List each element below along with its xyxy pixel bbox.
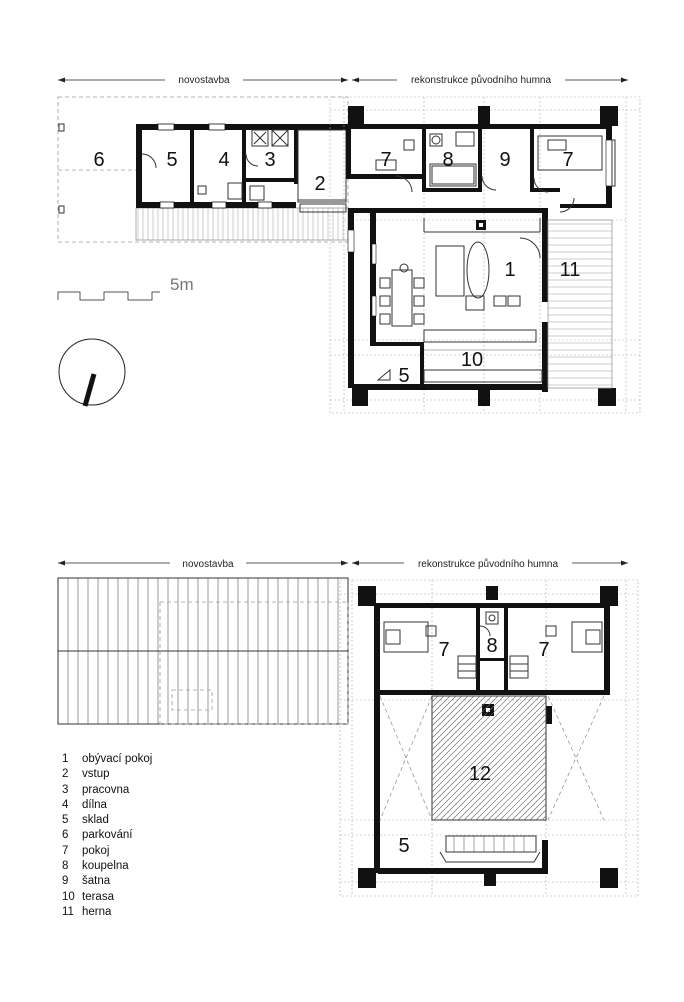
room-numbers-bottom: 7 8 7 12 5 bbox=[398, 635, 549, 857]
barn-structural-grid-bottom bbox=[339, 579, 639, 897]
room-number-3: 3 bbox=[264, 149, 275, 171]
legend-number: 4 bbox=[62, 798, 69, 811]
legend-item: 2 vstup bbox=[62, 767, 152, 782]
legend-label: vstup bbox=[82, 768, 110, 781]
legend-number: 6 bbox=[62, 829, 69, 842]
north-arrow-icon bbox=[58, 338, 126, 407]
legend-label: obývací pokoj bbox=[82, 753, 153, 765]
room-number-4: 4 bbox=[218, 149, 229, 171]
legend-item: 7 pokoj bbox=[62, 844, 152, 859]
legend-item: 9 šatna bbox=[62, 874, 152, 889]
legend-number: 8 bbox=[62, 860, 69, 873]
label-rekonstrukce-top: rekonstrukce původního humna bbox=[411, 74, 552, 86]
legend-label: sklad bbox=[82, 814, 109, 827]
legend-item: 3 pracovna bbox=[62, 783, 152, 798]
room-number-5-bottom: 5 bbox=[398, 835, 409, 857]
legend-number: 9 bbox=[62, 875, 69, 888]
dimension-line-novostavba-top: novostavba bbox=[58, 72, 348, 86]
label-rekonstrukce-bottom: rekonstrukce původního humna bbox=[418, 558, 559, 570]
room-number-12: 12 bbox=[469, 763, 491, 785]
room-number-5-terrace: 5 bbox=[398, 365, 409, 387]
legend-number: 2 bbox=[62, 768, 69, 781]
room-number-7-bottom-left: 7 bbox=[438, 639, 449, 661]
dimension-line-rekonstrukce-top: rekonstrukce původního humna bbox=[352, 72, 628, 86]
room-numbers-top: 6 5 4 3 2 7 8 9 7 1 11 10 5 bbox=[93, 149, 580, 387]
room-number-7-right: 7 bbox=[562, 149, 573, 171]
room-number-6: 6 bbox=[93, 149, 104, 171]
top-floor-plan: novostavba rekonstrukce původního humna bbox=[57, 72, 641, 414]
dimension-line-novostavba-bottom: novostavba bbox=[58, 555, 348, 570]
legend-label: pokoj bbox=[82, 844, 110, 857]
legend-label: pracovna bbox=[82, 783, 130, 796]
barn-walls-top bbox=[346, 106, 618, 406]
legend-number: 7 bbox=[62, 844, 69, 857]
legend-label: koupelna bbox=[82, 860, 129, 873]
legend-item: 11 herna bbox=[62, 905, 152, 920]
dimension-line-rekonstrukce-bottom: rekonstrukce původního humna bbox=[352, 555, 628, 570]
label-novostavba-top: novostavba bbox=[178, 75, 230, 86]
legend-number: 11 bbox=[62, 905, 74, 918]
legend-number: 10 bbox=[62, 890, 75, 903]
novostavba-walls bbox=[136, 123, 350, 209]
barn-walls-bottom bbox=[358, 586, 618, 888]
legend-label: parkování bbox=[82, 829, 133, 842]
room-number-8-bottom: 8 bbox=[486, 635, 497, 657]
legend-number: 1 bbox=[62, 753, 69, 765]
legend-number: 5 bbox=[62, 814, 69, 827]
legend-item: 1 obývací pokoj bbox=[62, 752, 152, 767]
room-number-8-top: 8 bbox=[442, 149, 453, 171]
entry-area bbox=[297, 129, 347, 213]
legend-label: šatna bbox=[82, 875, 111, 888]
room-number-10: 10 bbox=[461, 349, 483, 371]
scale-bar: 5m bbox=[57, 275, 194, 301]
room-number-9: 9 bbox=[499, 149, 510, 171]
legend-item: 6 parkování bbox=[62, 828, 152, 843]
scale-bar-label: 5m bbox=[170, 275, 194, 294]
legend-item: 5 sklad bbox=[62, 813, 152, 828]
room-number-2: 2 bbox=[314, 173, 325, 195]
room-number-1: 1 bbox=[504, 259, 515, 281]
room-legend: 1 obývací pokoj 2 vstup 3 pracovna 4 dílna 5 skla… bbox=[62, 752, 152, 920]
room-number-11: 11 bbox=[560, 259, 581, 281]
room-number-5-top: 5 bbox=[166, 149, 177, 171]
herna-floor-pattern bbox=[548, 223, 612, 386]
legend-label: terasa bbox=[82, 890, 114, 903]
legend-label: herna bbox=[82, 905, 112, 918]
bottom-floor-plan: novostavba rekonstrukce původního humna bbox=[57, 555, 639, 897]
legend-number: 3 bbox=[62, 783, 69, 796]
legend-item: 4 dílna bbox=[62, 798, 152, 813]
legend-label: dílna bbox=[82, 798, 107, 811]
label-novostavba-bottom: novostavba bbox=[182, 559, 234, 570]
terrace-strip-hatch bbox=[135, 207, 349, 241]
novostavba-roof bbox=[57, 577, 349, 725]
room-number-7-left: 7 bbox=[380, 149, 391, 171]
legend-item: 10 terasa bbox=[62, 890, 152, 905]
barn-structural-grid-top bbox=[329, 96, 641, 414]
gallery-floor-hatch bbox=[431, 695, 547, 863]
legend-item: 8 koupelna bbox=[62, 859, 152, 874]
room-number-7-bottom-right: 7 bbox=[538, 639, 549, 661]
